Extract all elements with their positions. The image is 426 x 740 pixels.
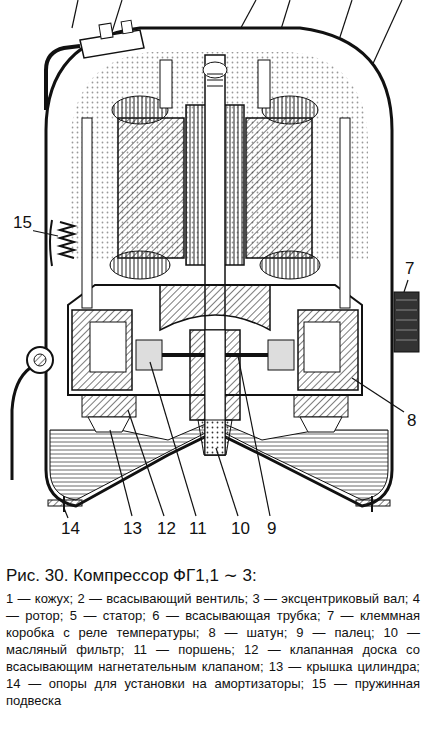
part-legend-item: 14 — опоры для установки на амортизаторы…	[6, 676, 304, 691]
part-legend-item: 11 — поршень;	[133, 642, 234, 657]
callout-number: 14	[60, 520, 81, 538]
part-legend-item: 5 — статор;	[70, 608, 146, 623]
callout-number: 15	[12, 214, 33, 232]
part-legend-item: 13 — крышка цилиндра;	[269, 659, 420, 674]
part-legend-item: 8 — шатун;	[208, 625, 287, 640]
parts-list: 1 — кожух; 2 — всасывающий вентиль; 3 — …	[6, 590, 420, 709]
callout-number: 9	[266, 520, 277, 538]
part-legend-item: 3 — эксцентриковый вал;	[253, 591, 409, 606]
callout-number: 10	[230, 520, 251, 538]
callout-number: 12	[156, 520, 177, 538]
callout-number: 8	[406, 412, 417, 430]
callout-number: 13	[122, 520, 143, 538]
part-legend-item: 9 — палец;	[296, 625, 374, 640]
figure-caption: Рис. 30. Компрессор ФГ1,1 ∼ 3:	[6, 566, 257, 585]
compressor-illustration	[0, 0, 426, 560]
part-legend-item: 6 — всасывающая трубка;	[152, 608, 320, 623]
part-legend-item: 2 — всасывающий вентиль;	[77, 591, 248, 606]
part-legend-item: 1 — кожух;	[6, 591, 73, 606]
callout-number: 11	[188, 520, 208, 538]
callout-number: 7	[404, 260, 415, 278]
caption-block: Рис. 30. Компрессор ФГ1,1 ∼ 3:	[6, 566, 420, 586]
